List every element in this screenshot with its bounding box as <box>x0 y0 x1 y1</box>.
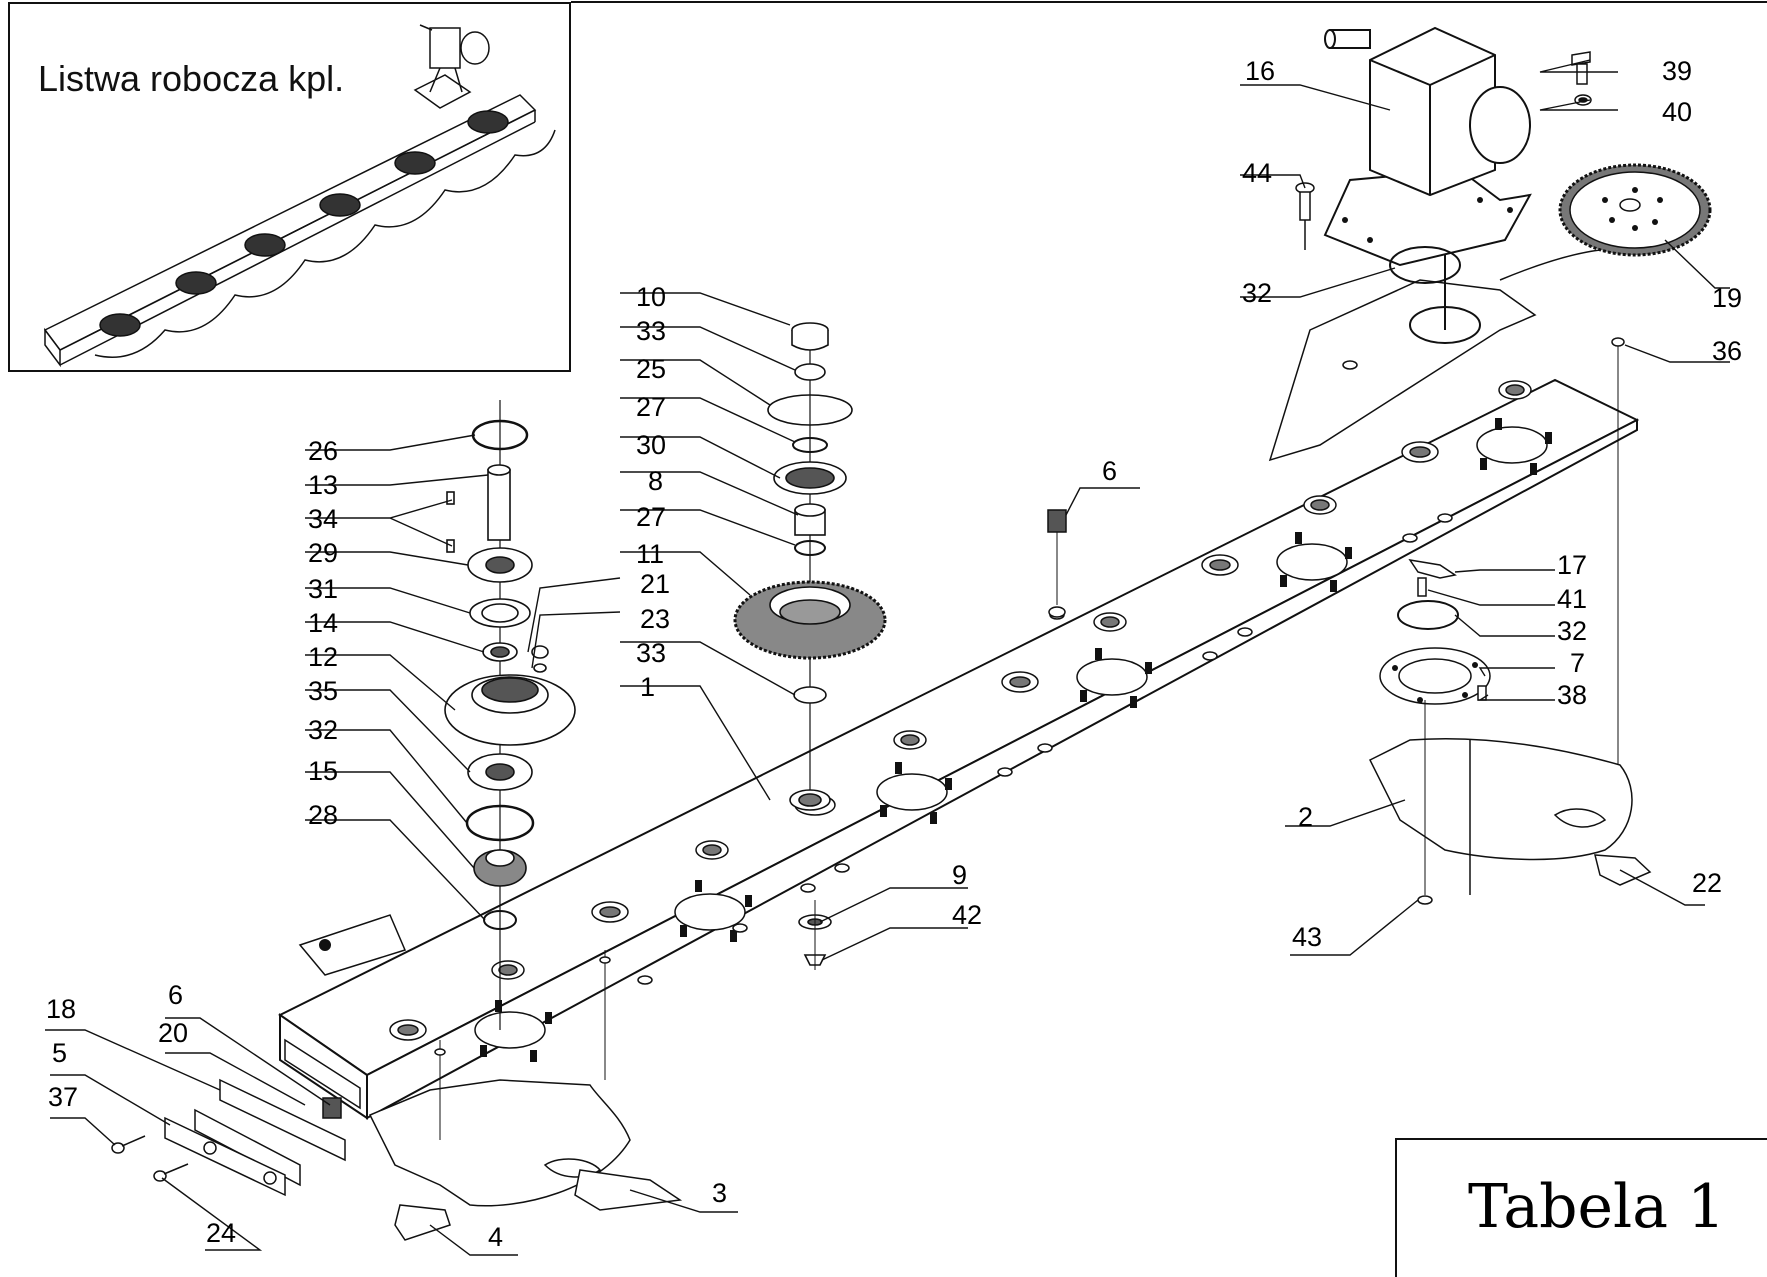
callout-17: 17 <box>1557 550 1588 580</box>
callout-5: 5 <box>52 1038 68 1068</box>
callout-43: 43 <box>1292 922 1323 952</box>
callout-40: 40 <box>1662 97 1693 127</box>
callout-1: 1 <box>640 672 656 702</box>
callout-6: 6 <box>168 980 184 1010</box>
callout-10: 10 <box>636 282 667 312</box>
callout-22: 22 <box>1692 868 1723 898</box>
callout-39: 39 <box>1662 56 1693 86</box>
inset-frame <box>8 2 571 372</box>
callout-32: 32 <box>1557 616 1588 646</box>
callout-32: 32 <box>1242 278 1273 308</box>
callout-37: 37 <box>48 1082 79 1112</box>
callout-34: 34 <box>308 504 339 534</box>
gearbox <box>1323 26 1532 267</box>
callout-14: 14 <box>308 608 339 638</box>
callout-27: 27 <box>636 502 667 532</box>
callout-25: 25 <box>636 354 667 384</box>
inset-cutter-bar <box>43 24 556 368</box>
left-spindle-stack <box>444 400 576 1030</box>
callout-7: 7 <box>1570 648 1586 678</box>
callout-29: 29 <box>308 538 339 568</box>
callout-35: 35 <box>308 676 339 706</box>
callout-16: 16 <box>1245 56 1276 86</box>
callout-6: 6 <box>1102 456 1118 486</box>
callout-8: 8 <box>648 466 664 496</box>
callout-18: 18 <box>46 994 77 1024</box>
table-label: Tabela 1 <box>1468 1172 1726 1242</box>
inset-title: Listwa robocza kpl. <box>38 58 345 99</box>
callout-15: 15 <box>308 756 339 786</box>
callout-38: 38 <box>1557 680 1588 710</box>
callout-44: 44 <box>1242 158 1273 188</box>
callout-23: 23 <box>640 604 671 634</box>
center-gear-stack <box>733 322 887 970</box>
callout-27: 27 <box>636 392 667 422</box>
callout-28: 28 <box>308 800 339 830</box>
callout-31: 31 <box>308 574 339 604</box>
callout-41: 41 <box>1557 584 1588 614</box>
callout-19: 19 <box>1712 283 1743 313</box>
callout-21: 21 <box>640 569 671 599</box>
table-label-box <box>1395 1138 1767 1277</box>
right-cutting-disc <box>1368 738 1652 895</box>
callout-36: 36 <box>1712 336 1743 366</box>
right-stack-parts <box>1295 51 1712 905</box>
callout-13: 13 <box>308 470 339 500</box>
callout-20: 20 <box>158 1018 189 1048</box>
callout-4: 4 <box>488 1222 504 1252</box>
callout-33: 33 <box>636 638 667 668</box>
callout-30: 30 <box>636 430 667 460</box>
left-cutting-disc <box>368 1079 683 1241</box>
callout-2: 2 <box>1298 802 1314 832</box>
callout-33: 33 <box>636 316 667 346</box>
callout-42: 42 <box>952 900 983 930</box>
callout-26: 26 <box>308 436 339 466</box>
callout-9: 9 <box>952 860 968 890</box>
callout-11: 11 <box>636 539 665 569</box>
callout-12: 12 <box>308 642 339 672</box>
fasteners <box>111 509 1067 1197</box>
leader-lines <box>45 59 1730 1256</box>
callout-24: 24 <box>206 1218 237 1248</box>
callout-32: 32 <box>308 715 339 745</box>
callout-3: 3 <box>712 1178 728 1208</box>
